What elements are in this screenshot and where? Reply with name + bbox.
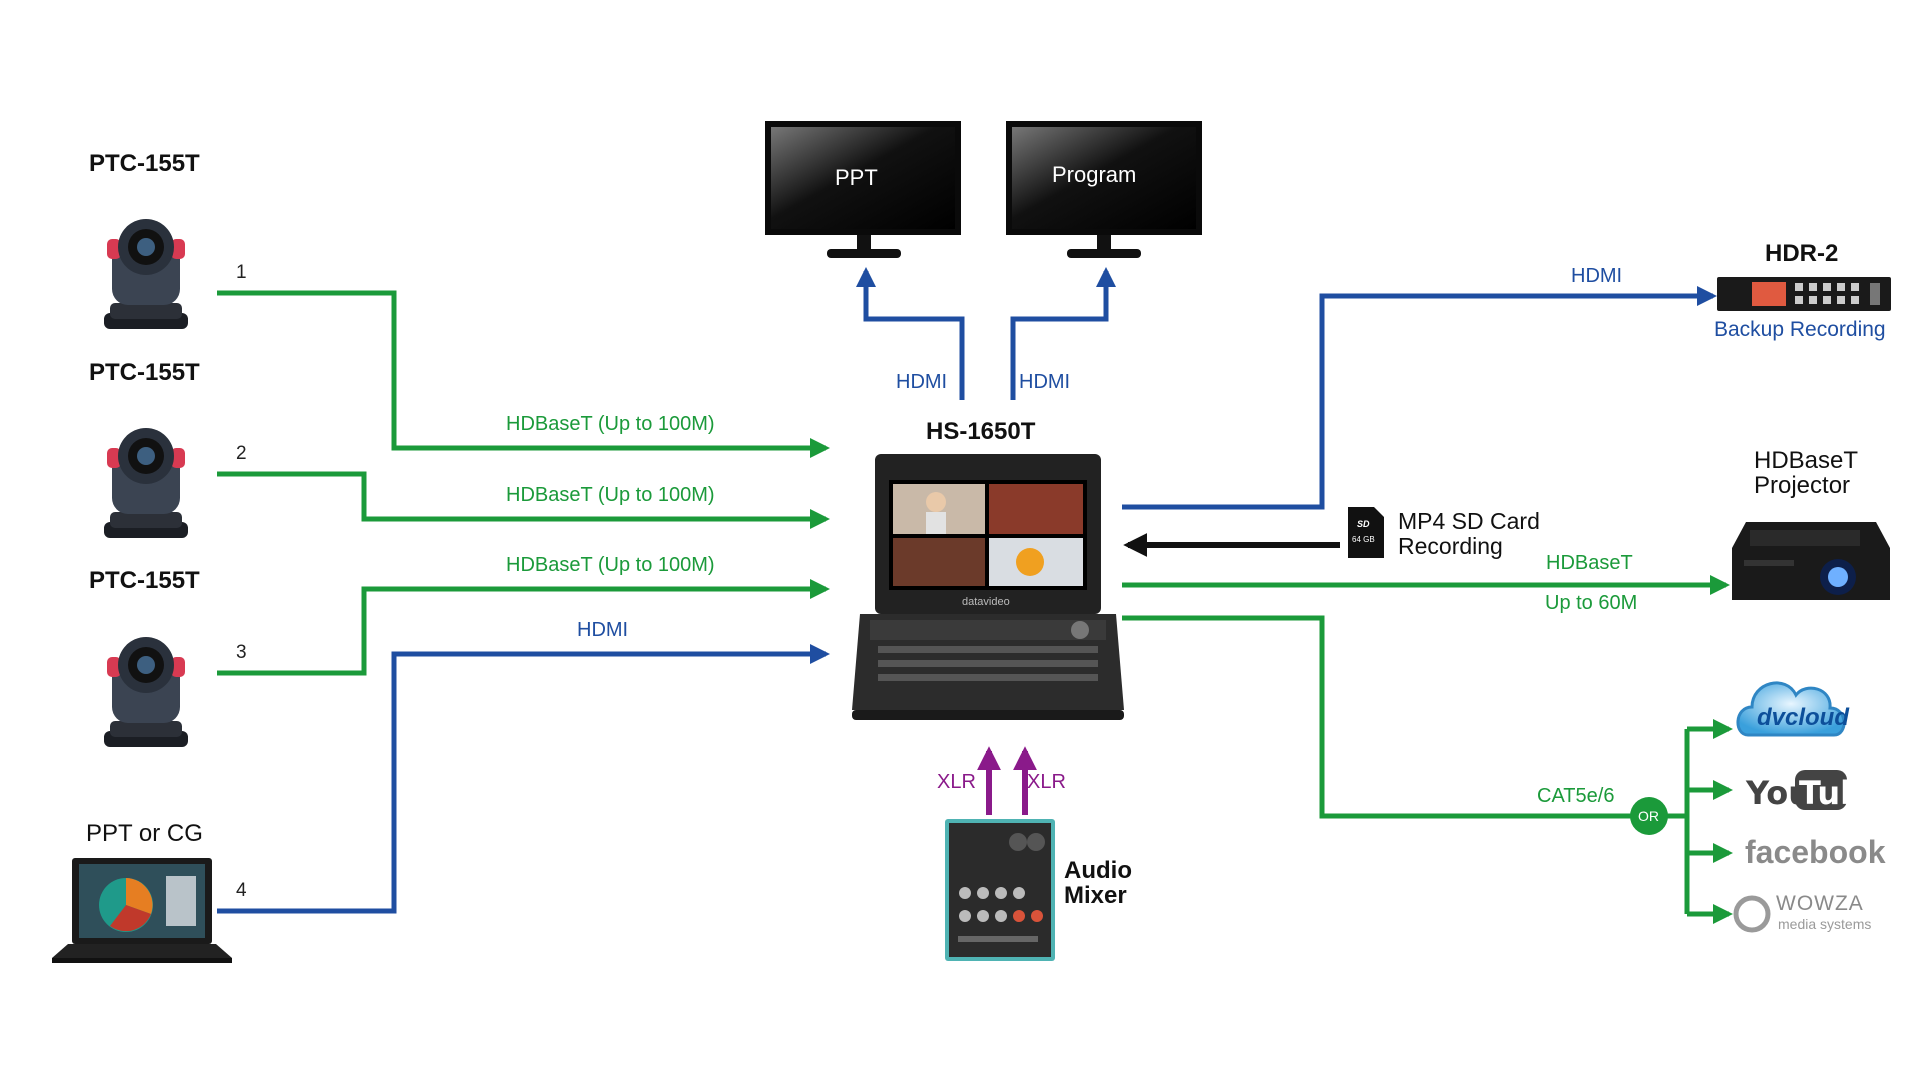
or-badge-label: OR — [1638, 808, 1659, 824]
cat5-line-streaming — [1122, 615, 1687, 819]
cat5-label: CAT5e/6 — [1537, 785, 1615, 807]
sd-chip-size: 64 GB — [1352, 535, 1375, 544]
monitor-program-label: Program — [1052, 162, 1137, 187]
hdbaset-label-2: HDBaseT (Up to 100M) — [506, 484, 715, 506]
laptop-port: 4 — [236, 880, 247, 901]
monitor-program-icon — [1006, 121, 1202, 258]
switcher-brand: datavideo — [962, 596, 1010, 608]
ptz-camera-3-icon — [104, 637, 188, 747]
hdbaset-label-1: HDBaseT (Up to 100M) — [506, 413, 715, 435]
switcher-name: HS-1650T — [926, 418, 1036, 445]
hdmi-line-monitor-ppt — [856, 267, 965, 400]
camera-3-name: PTC-155T — [89, 567, 200, 594]
hdbaset-projector-label: HDBaseT — [1546, 552, 1633, 574]
hdbaset-label-3: HDBaseT (Up to 100M) — [506, 554, 715, 576]
projector-label-line2: Projector — [1754, 472, 1851, 499]
camera-2-name: PTC-155T — [89, 359, 200, 386]
camera-2-port: 2 — [236, 443, 247, 464]
hdmi-monitor-left-label: HDMI — [896, 371, 948, 393]
wowza-logo-icon — [1733, 895, 1771, 933]
dvcloud-logo-text: dvcloud — [1757, 704, 1850, 731]
dvcloud-logo-icon — [1736, 681, 1846, 737]
monitor-ppt-icon — [765, 121, 961, 258]
mixer-label-line1: Audio — [1064, 857, 1132, 884]
mixer-label-line2: Mixer — [1064, 882, 1127, 909]
xlr-left-label: XLR — [937, 771, 976, 793]
ptz-camera-2-icon — [104, 428, 188, 538]
sd-card-icon — [1348, 507, 1384, 558]
hdmi-line-laptop — [217, 644, 830, 914]
xlr-right-label: XLR — [1027, 771, 1066, 793]
ptz-camera-1-icon — [104, 219, 188, 329]
camera-3-port: 3 — [236, 642, 247, 663]
hs-1650t-switcher-icon — [852, 454, 1124, 720]
hdmi-input-label: HDMI — [577, 619, 629, 641]
recorder-caption: Backup Recording — [1714, 318, 1886, 341]
hdbaset-line-cam2 — [217, 471, 830, 529]
sd-label-line2: Recording — [1398, 533, 1503, 559]
or-badge — [1630, 797, 1668, 835]
camera-1-name: PTC-155T — [89, 150, 200, 177]
wowza-logo-text: WOWZA — [1776, 892, 1864, 915]
facebook-logo-text: facebook — [1745, 834, 1886, 870]
laptop-icon — [52, 858, 232, 963]
monitor-ppt-label: PPT — [835, 165, 878, 190]
hdmi-recorder-label: HDMI — [1571, 265, 1623, 287]
hdmi-line-monitor-program — [1010, 267, 1116, 400]
hdbaset-line-cam1 — [217, 290, 830, 458]
camera-1-port: 1 — [236, 262, 247, 283]
wowza-logo-subtext: media systems — [1778, 916, 1872, 932]
youtube-logo-tube: Tube — [1799, 774, 1885, 812]
sd-label-line1: MP4 SD Card — [1398, 508, 1540, 534]
projector-label-line1: HDBaseT — [1754, 447, 1859, 474]
hdmi-line-recorder — [1122, 286, 1717, 510]
laptop-name: PPT or CG — [86, 820, 203, 847]
audio-mixer-icon — [945, 819, 1055, 961]
hdmi-monitor-right-label: HDMI — [1019, 371, 1071, 393]
recorder-name: HDR-2 — [1765, 240, 1839, 267]
youtube-logo-icon — [1795, 770, 1847, 810]
sd-chip-brand: SD — [1357, 519, 1370, 529]
projector-icon — [1732, 522, 1890, 600]
hdbaset-line-cam3 — [217, 579, 830, 676]
projector-distance-label: Up to 60M — [1545, 592, 1638, 614]
hdr-2-recorder-icon — [1717, 277, 1891, 311]
youtube-logo-you: You — [1746, 774, 1811, 812]
